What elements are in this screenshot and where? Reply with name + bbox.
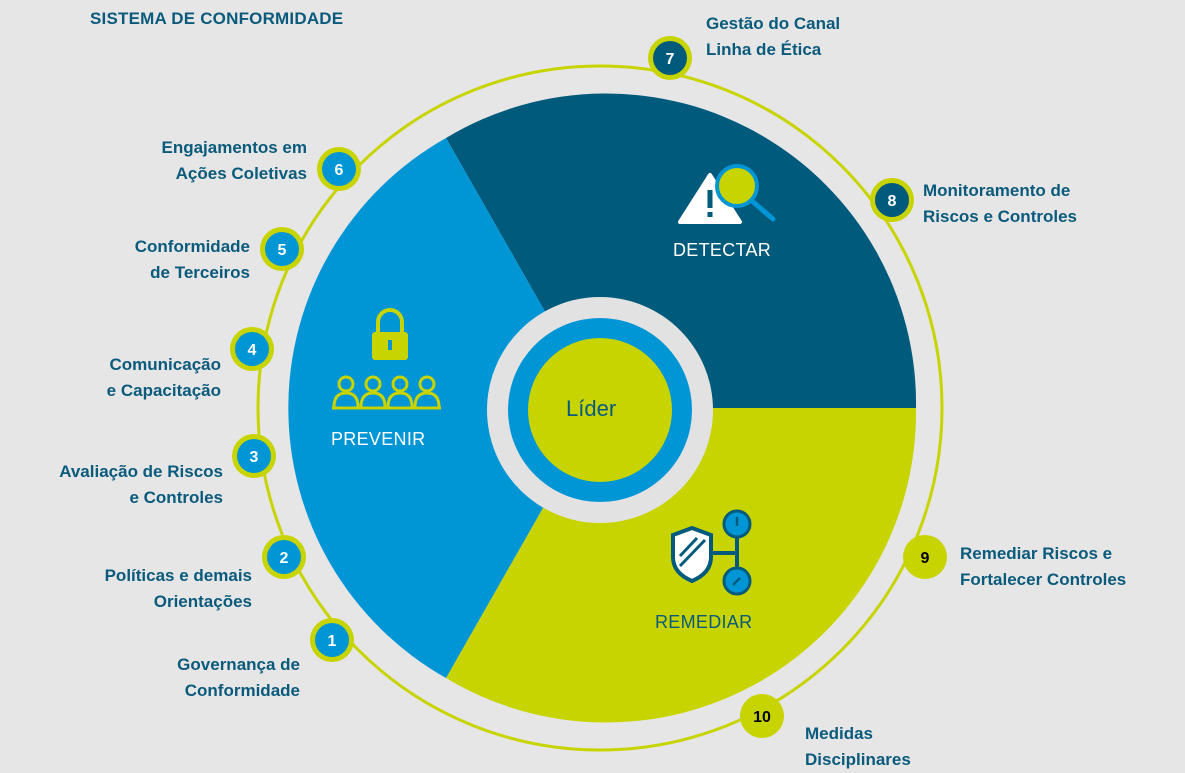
step-badge-2: 2: [262, 535, 306, 579]
step-badge-1: 1: [310, 618, 354, 662]
svg-text:5: 5: [278, 242, 287, 259]
center-circle: [528, 338, 672, 482]
svg-text:8: 8: [888, 193, 897, 210]
step-badge-9: 9: [903, 535, 947, 579]
sector-prevenir: [288, 138, 600, 678]
page-title: SISTEMA DE CONFORMIDADE: [90, 9, 344, 28]
sector-label-detectar: DETECTAR: [673, 240, 772, 260]
step-badge-6: 6: [317, 147, 361, 191]
svg-text:9: 9: [921, 550, 930, 567]
sector-label-remediar: REMEDIAR: [655, 612, 753, 632]
warning-magnifier-icon: [678, 164, 776, 224]
center-label: Líder: [566, 396, 617, 421]
step-badge-8: 8: [870, 178, 914, 222]
step-badge-4: 4: [230, 327, 274, 371]
outer-ring: [256, 64, 944, 752]
svg-text:7: 7: [666, 51, 675, 68]
svg-text:1: 1: [328, 633, 337, 650]
step-badge-5: 5: [260, 227, 304, 271]
svg-text:2: 2: [280, 550, 289, 567]
shield-network-icon: [671, 509, 752, 596]
step-badge-7: 7: [648, 36, 692, 80]
svg-text:6: 6: [335, 162, 344, 179]
svg-text:4: 4: [248, 342, 257, 359]
lock-people-icon: [332, 308, 441, 410]
step-badge-3: 3: [232, 434, 276, 478]
svg-text:10: 10: [753, 709, 771, 726]
sector-label-prevenir: PREVENIR: [331, 429, 426, 449]
step-badge-10: 10: [740, 694, 784, 738]
svg-text:3: 3: [250, 449, 259, 466]
